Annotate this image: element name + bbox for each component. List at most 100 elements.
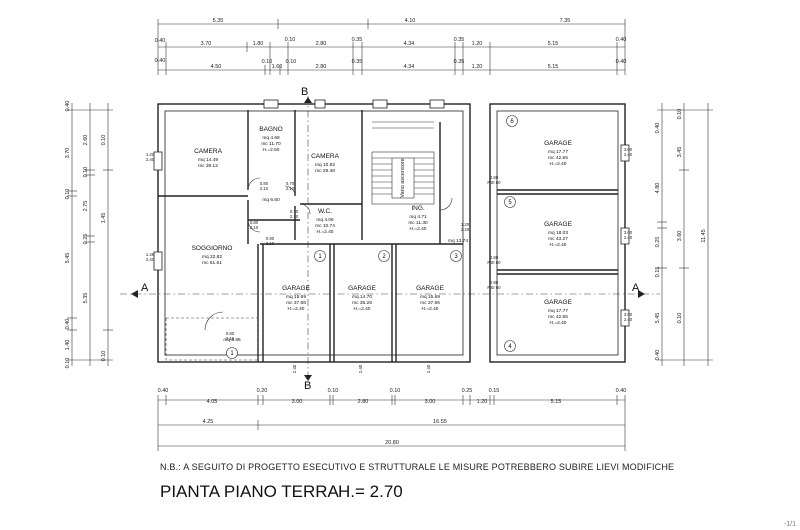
dim-r1-3: 0.15 [655, 267, 661, 278]
page-mark: -1/1 [783, 521, 796, 528]
room-name: GARAGE [544, 221, 572, 228]
room-height: H.=2.40 [354, 306, 371, 312]
room-name: CAMERA [194, 148, 222, 155]
dim-t2-3: 0.10 [285, 37, 296, 43]
entry-number: 1 [230, 351, 234, 357]
section-a-right: A [632, 282, 640, 294]
left-dimension-text: 0.40 3.70 0.10 5.45 0.40 1.40 0.10 2.60 … [65, 101, 107, 369]
section-arrows [131, 97, 645, 381]
opening-tag: 0.80 [250, 220, 259, 225]
room-volume: mc 39.12 [198, 163, 218, 169]
opening-tag: RSI 60 [487, 180, 501, 185]
dim-b2-3: 3.00 [425, 399, 436, 405]
opening-tag: 2.20 [461, 227, 470, 232]
opening-tag: 2.10 [260, 186, 269, 191]
dim-l1-0: 0.40 [65, 101, 71, 112]
lift-label: Vano ascensore [400, 158, 406, 197]
opening-tag: 0.80 [490, 175, 499, 180]
opening-tag: 2.40 [624, 235, 633, 240]
dim-l1-6: 0.10 [65, 358, 71, 369]
dim-b1-6: 0.40 [616, 388, 627, 394]
walls-main-block [157, 103, 471, 363]
section-b-bottom: B [304, 380, 311, 392]
room-area: mq 4.71 [409, 214, 427, 220]
dim-l2-1: 0.10 [83, 167, 89, 178]
dim-l1-3: 5.45 [65, 253, 71, 264]
bottom-dimension-chains [157, 395, 626, 451]
right-dimension-chains [657, 103, 713, 366]
dim-l1-4: 0.40 [65, 319, 71, 330]
room-area: mq 15.69 [420, 294, 440, 300]
opening-tag: 2.10 [250, 225, 259, 230]
dim-b2-2: 2.80 [358, 399, 369, 405]
opening-tag: 0.80 [490, 255, 499, 260]
plan-height: H.= 2.70 [338, 482, 403, 501]
dim-t3-7: 4.34 [404, 64, 415, 70]
dim-top-3: 7.35 [560, 18, 571, 24]
room-area: mq 15.69 [286, 294, 306, 300]
dim-top-2: 4.10 [405, 18, 416, 24]
dim-right-total: 11.45 [701, 229, 707, 242]
dim-l3-1: 1.45 [101, 213, 107, 224]
room-volume: mc 43.27 [548, 236, 568, 242]
left-dimension-chains [67, 103, 113, 366]
dim-r1-4: 5.45 [655, 313, 661, 324]
dim-t3-2: 0.10 [262, 59, 273, 65]
opening-tag: 2.10 [290, 214, 299, 219]
room-volume: mc 42.65 [548, 155, 568, 161]
dim-b2-0: 4.05 [207, 399, 218, 405]
room-volume: mc 42.65 [548, 314, 568, 320]
dim-b1-5: 0.15 [489, 388, 500, 394]
dim-t2-7: 0.35 [454, 37, 465, 43]
dim-t3-4: 0.10 [286, 59, 297, 65]
disimpegno-area: mq 6.60 [262, 197, 280, 203]
plan-title: PIANTA PIANO TERRA [160, 482, 339, 501]
dim-b3-0: 4.25 [203, 419, 214, 425]
opening-tag: RSI 60 [487, 285, 501, 290]
opening-tag: 0.70 [290, 209, 299, 214]
room-height: H.=2.40 [550, 242, 567, 248]
opening-tag: 0.90 [266, 236, 275, 241]
dim-l2-3: 0.25 [83, 234, 89, 245]
room-name: GARAGE [544, 140, 572, 147]
opening-tag: 0.70 [286, 181, 295, 186]
room-volume: mc 35.28 [352, 300, 372, 306]
plan-note: N.B.: A SEGUITO DI PROGETTO ESECUTIVO E … [160, 462, 675, 472]
opening-tag: 3.00 [624, 230, 633, 235]
dim-t2-4: 2.80 [316, 41, 327, 47]
landing-area: mq 13.74 [448, 238, 468, 244]
opening-tag: 2.40 [624, 152, 633, 157]
dim-l3-0: 0.10 [101, 135, 107, 146]
room-name: GARAGE [282, 285, 310, 292]
opening-tag: 2.10 [226, 336, 235, 341]
room-volume: mc 10.74 [315, 223, 335, 229]
dim-top-1: 5.35 [213, 18, 224, 24]
opening-tag: 2.40 [292, 364, 297, 373]
bottom-dimension-text: 0.40 0.20 0.10 0.10 0.25 0.15 0.40 4.05 … [158, 388, 627, 446]
opening-tags: 1.20 2.40 1.46 2.40 0.80 2.10 0.70 2.10 … [146, 147, 633, 373]
dim-t2-6: 4.34 [404, 41, 415, 47]
room-name: BAGNO [259, 126, 282, 133]
dim-l2-4: 5.35 [83, 293, 89, 304]
section-b-top: B [301, 86, 308, 98]
room-volume: mc 11.70 [261, 141, 281, 147]
dim-t3-3: 1.60 [272, 64, 283, 70]
dim-t3-1: 4.50 [211, 64, 222, 70]
room-height: H.=2.40 [550, 320, 567, 326]
garage-number: 4 [508, 344, 512, 350]
stair [371, 121, 435, 205]
garage-number: 1 [318, 254, 322, 260]
dim-t2-9: 5.15 [548, 41, 559, 47]
room-name: SOGGIORNO [192, 245, 233, 252]
opening-tag: 2.40 [624, 317, 633, 322]
top-dimension-text: 5.35 4.10 7.35 0.40 3.70 1.80 0.10 2.80 … [155, 18, 627, 70]
dim-r2-3: 0.10 [677, 313, 683, 324]
dim-b1-4: 0.25 [462, 388, 473, 394]
door-swings [204, 177, 453, 331]
room-volume: mc 11.30 [408, 220, 428, 226]
room-name: GARAGE [416, 285, 444, 292]
dim-l1-2: 0.10 [65, 189, 71, 200]
opening-tag: 2.10 [266, 241, 275, 246]
right-dimension-text: 0.40 4.80 0.25 0.15 5.45 0.40 0.10 3.45 … [655, 109, 707, 361]
